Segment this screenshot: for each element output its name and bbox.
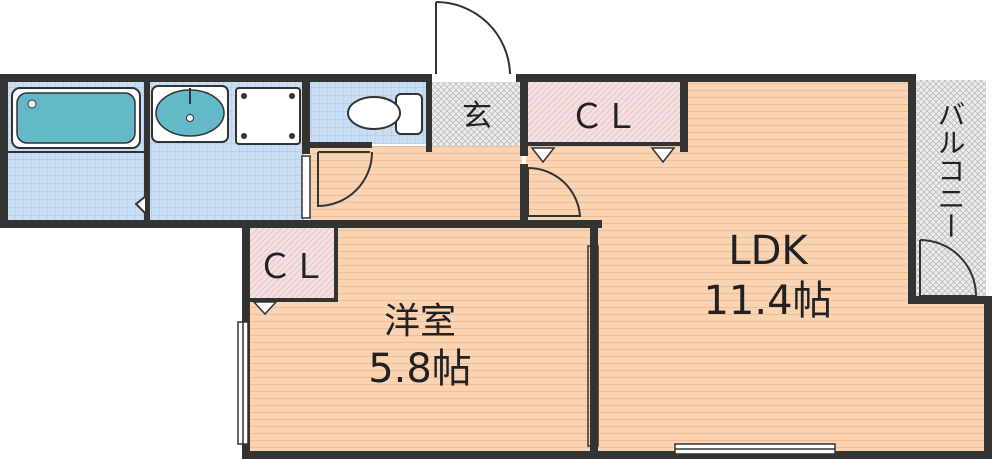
ldk-name-label: LDK <box>728 228 809 274</box>
western-room-name-label: 洋室 <box>384 301 456 342</box>
drain-icon <box>27 99 37 109</box>
hall-floor <box>310 146 522 220</box>
walls <box>0 74 992 459</box>
doors <box>134 1 978 297</box>
closet-left-label: ＣＬ <box>258 247 326 287</box>
windows <box>237 155 836 455</box>
bathtub-basin <box>16 92 136 144</box>
washing-machine <box>235 87 301 145</box>
western-room-size-label: 5.8帖 <box>368 346 472 392</box>
closet-top-floor <box>526 82 682 144</box>
entrance-label: 玄 <box>462 99 492 134</box>
closet-left-floor <box>248 226 336 300</box>
closet-door-marks <box>252 147 676 316</box>
entrance-floor <box>430 82 522 146</box>
ldk-floor <box>526 82 988 453</box>
balcony-floor <box>916 80 986 298</box>
ldk-size-label: 11.4帖 <box>703 278 832 324</box>
toilet-bowl <box>347 96 401 130</box>
balcony-label: バルコニー <box>934 100 967 240</box>
closet-top-label: ＣＬ <box>570 97 638 137</box>
